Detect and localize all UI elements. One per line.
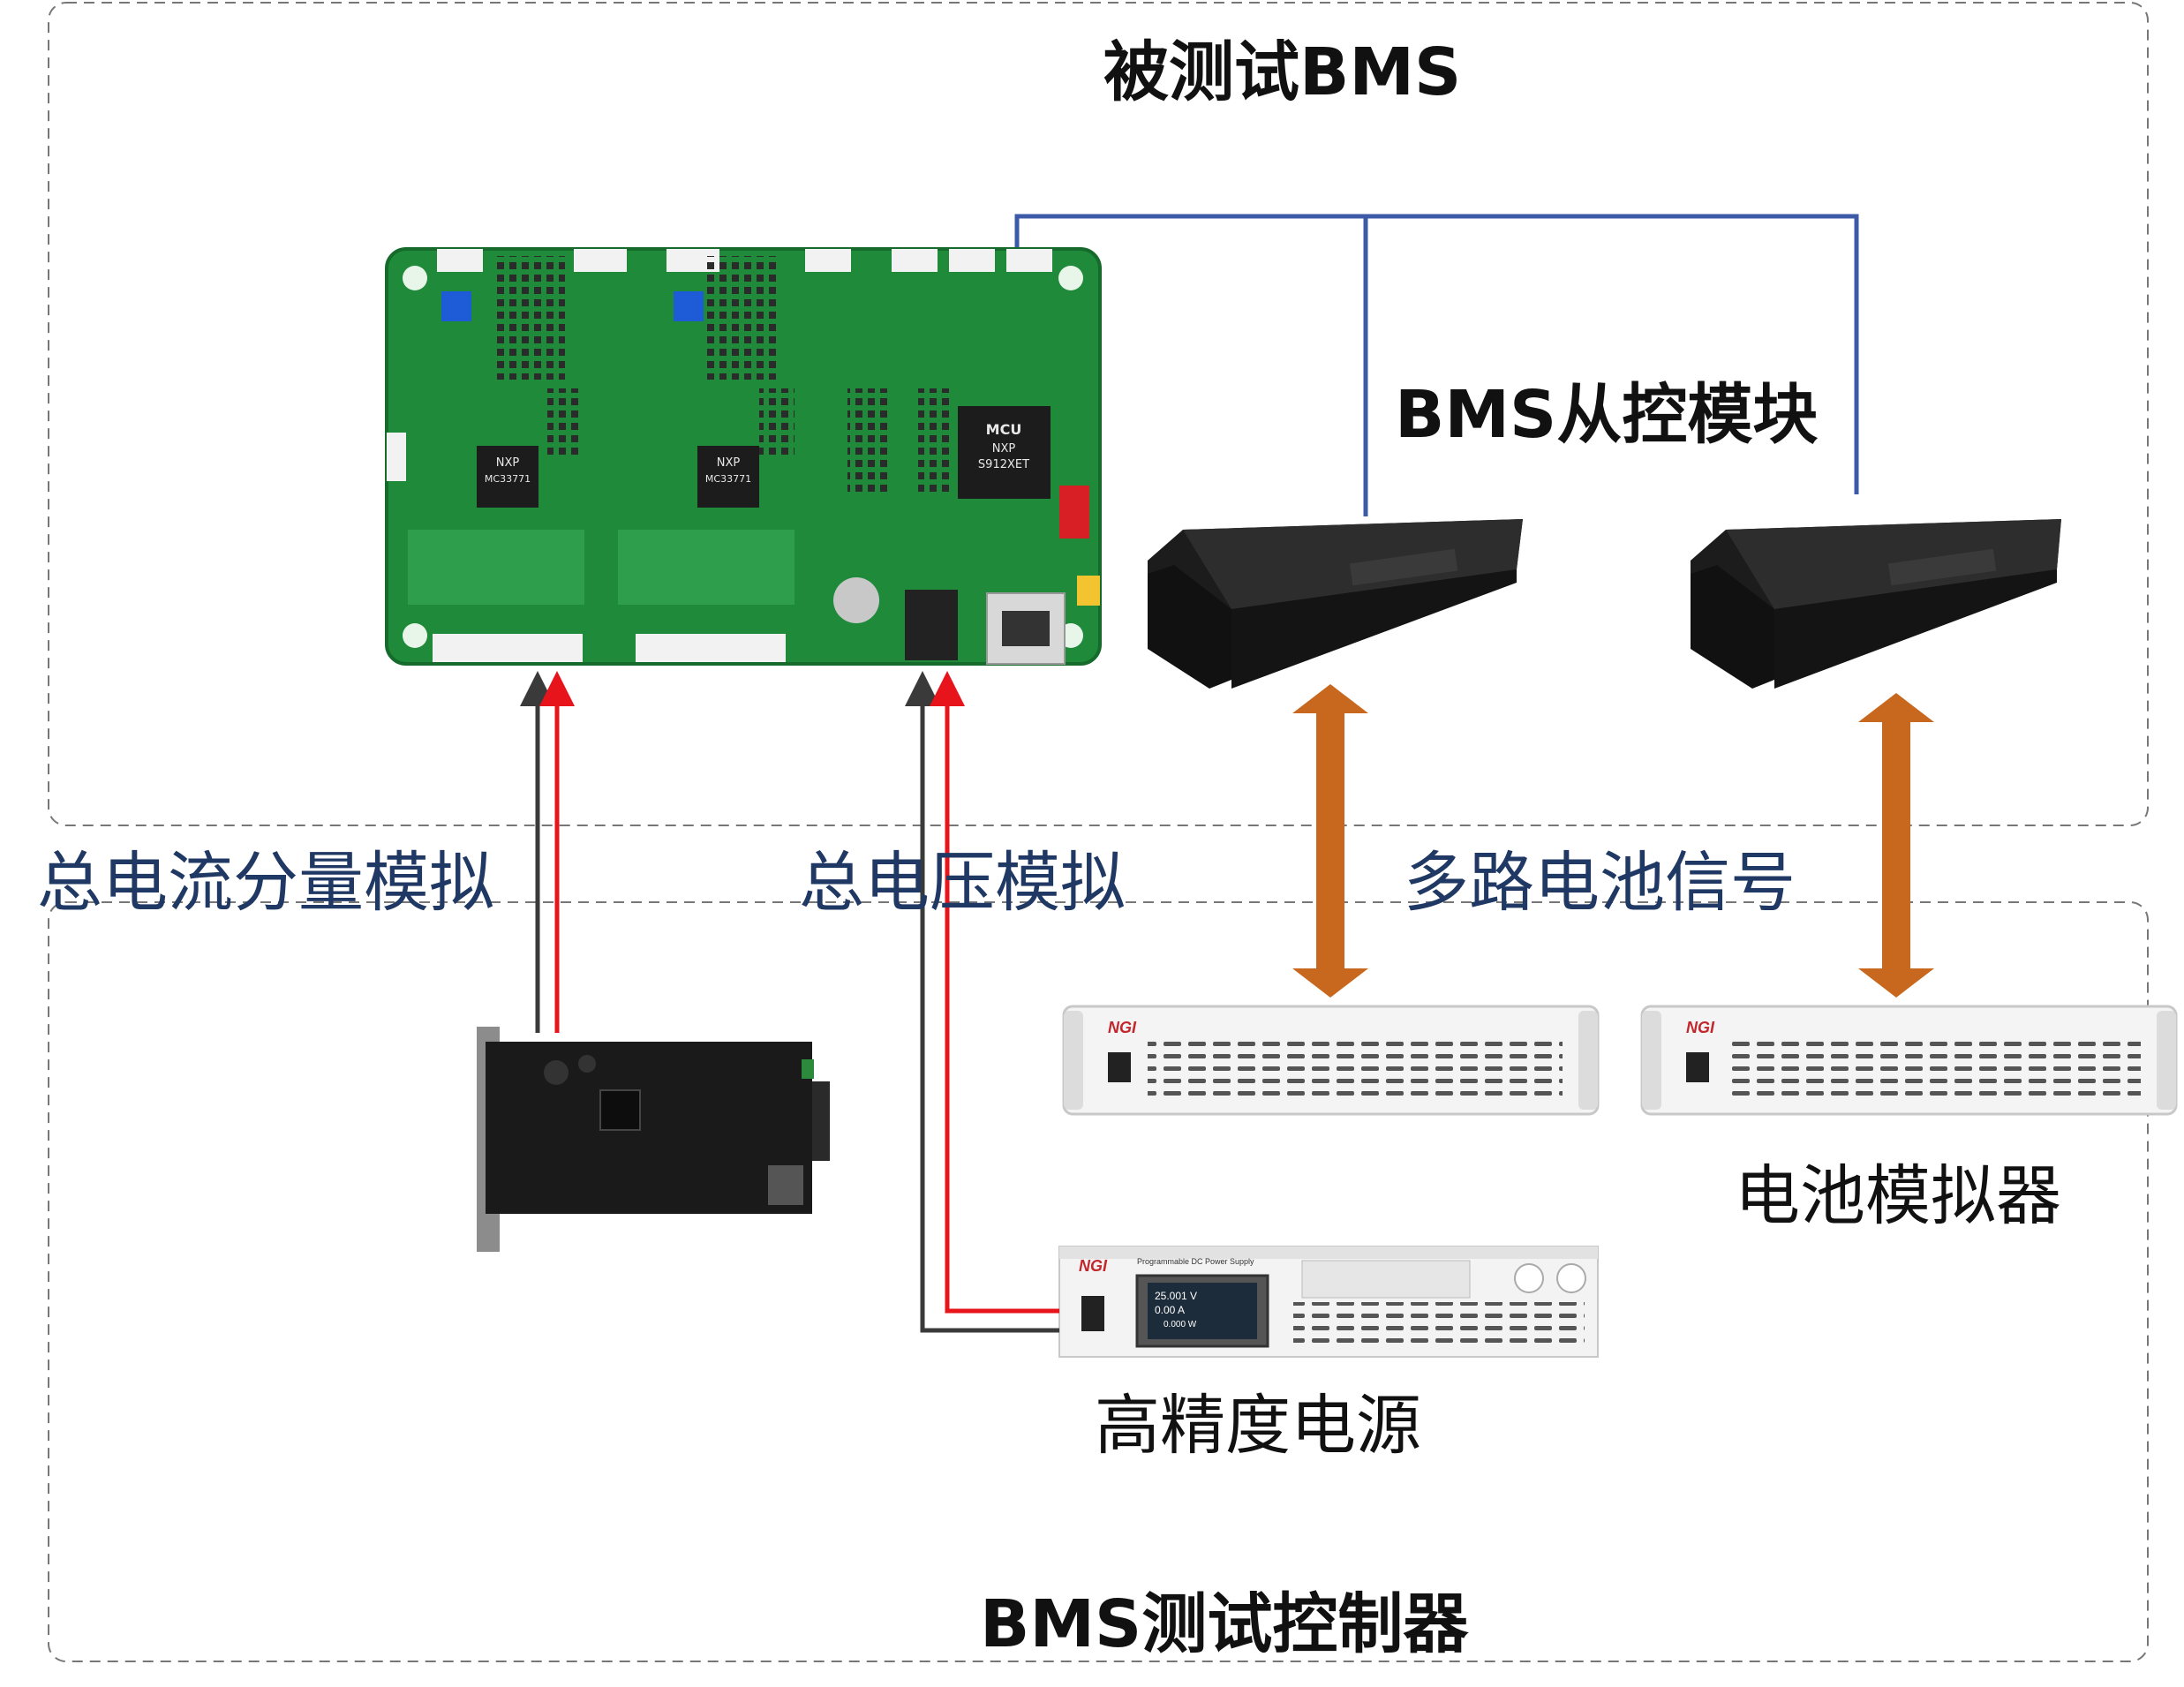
mcu-vendor-label: NXP [992, 442, 1016, 456]
psu-model: Programmable DC Power Supply [1137, 1257, 1254, 1266]
multi-battery-arrow-2 [1858, 693, 1934, 998]
psu-current-readout: 0.00 A [1155, 1304, 1185, 1316]
slave-module-2 [1691, 519, 2061, 689]
slave-module-1 [1148, 519, 1523, 689]
battery-simulator-1-brand: NGI [1108, 1019, 1137, 1036]
bms-master-board [385, 247, 1102, 666]
voltage-sim-wires [905, 671, 1059, 1333]
voltage-sim-red-wire [930, 671, 1059, 1314]
voltage-sim-black-wire [905, 671, 1059, 1333]
multi-battery-arrow-1 [1292, 684, 1368, 998]
mcu-part-label: S912XET [978, 458, 1029, 471]
board-chip-labels: MCU NXP S912XET NXP MC33771 NXP MC33771 [485, 421, 1029, 485]
communication-bus [1014, 214, 1859, 516]
test-controller-group [48, 901, 2149, 1662]
battery-simulator-2: NGI [1640, 1005, 2178, 1116]
battery-simulator-2-brand: NGI [1686, 1019, 1715, 1036]
bms-under-test-label: 被测试BMS [1103, 34, 1462, 110]
bms-under-test-group [48, 2, 2149, 826]
afe2-part-label: MC33771 [705, 473, 751, 485]
test-controller-label: BMS测试控制器 [980, 1586, 1469, 1662]
afe1-vendor-label: NXP [496, 456, 520, 470]
slave-module-label: BMS从控模块 [1395, 377, 1819, 453]
current-simulation-card [477, 1027, 830, 1252]
psu-voltage-readout: 25.001 V [1155, 1290, 1197, 1302]
mcu-label: MCU [986, 421, 1022, 438]
power-supply-label: 高精度电源 [1095, 1388, 1421, 1464]
battery-simulator-1: NGI [1062, 1005, 1600, 1116]
multi-battery-signal-label: 多路电池信号 [1404, 845, 1796, 921]
power-supply-unit: NGI Programmable DC Power Supply 25.001 … [1058, 1246, 1599, 1358]
battery-simulator-label: 电池模拟器 [1735, 1158, 2061, 1234]
psu-brand: NGI [1079, 1257, 1108, 1275]
current-sim-wires [520, 671, 575, 1033]
psu-power-readout: 0.000 W [1164, 1320, 1197, 1329]
afe1-part-label: MC33771 [485, 473, 531, 485]
current-sim-label: 总电流分量模拟 [37, 845, 494, 921]
afe2-vendor-label: NXP [717, 456, 741, 470]
voltage-sim-label: 总电压模拟 [799, 845, 1126, 921]
